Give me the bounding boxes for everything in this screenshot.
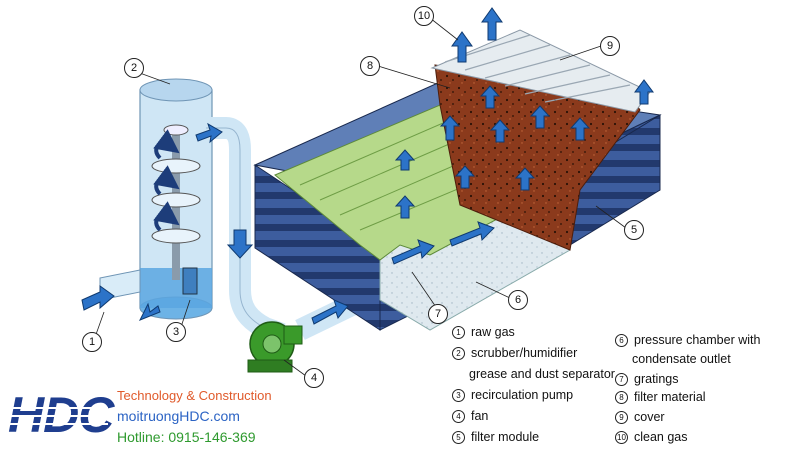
legend-text: filter module bbox=[471, 430, 540, 444]
legend-text: raw gas bbox=[471, 325, 515, 339]
callout-3: 3 bbox=[166, 322, 186, 342]
filter-module bbox=[253, 29, 662, 331]
legend-item: 10 clean gas bbox=[615, 430, 688, 444]
legend-text: recirculation pump bbox=[471, 388, 574, 402]
callout-1: 1 bbox=[82, 332, 102, 352]
hotline: Hotline: 0915-146-369 bbox=[117, 429, 256, 445]
legend-item: 3 recirculation pump bbox=[452, 388, 573, 402]
callout-7: 7 bbox=[428, 304, 448, 324]
legend-item: 9 cover bbox=[615, 410, 665, 424]
legend-item: 4 fan bbox=[452, 409, 488, 423]
legend-item: 5 filter module bbox=[452, 430, 539, 444]
legend-item: 1 raw gas bbox=[452, 325, 515, 339]
callout-6: 6 bbox=[508, 290, 528, 310]
legend-text: scrubber/humidifier bbox=[471, 346, 578, 360]
fan bbox=[247, 321, 303, 373]
legend-item: 7 gratings bbox=[615, 372, 678, 386]
legend-text: fan bbox=[471, 409, 489, 423]
legend-number: 9 bbox=[615, 411, 628, 424]
callout-4: 4 bbox=[304, 368, 324, 388]
callout-9: 9 bbox=[600, 36, 620, 56]
callout-8: 8 bbox=[360, 56, 380, 76]
tagline: Technology & Construction bbox=[117, 388, 272, 403]
brand-block: HDC Technology & Construction moitruongH… bbox=[4, 386, 284, 448]
legend-text: filter material bbox=[634, 390, 706, 404]
legend-number: 4 bbox=[452, 410, 465, 423]
legend-item: 2 scrubber/humidifier bbox=[452, 346, 577, 360]
gas-flow-arrows bbox=[81, 7, 654, 325]
legend-number: 2 bbox=[452, 347, 465, 360]
legend-text: gratings bbox=[634, 372, 679, 386]
legend-number: 7 bbox=[615, 373, 628, 386]
callout-2: 2 bbox=[124, 58, 144, 78]
legend-text: grease and dust separator bbox=[469, 367, 615, 381]
legend-item: grease and dust separator bbox=[469, 367, 615, 381]
legend-text: condensate outlet bbox=[632, 352, 731, 366]
website-link[interactable]: moitruongHDC.com bbox=[117, 408, 240, 424]
legend-number: 8 bbox=[615, 391, 628, 404]
legend-number: 5 bbox=[452, 431, 465, 444]
legend-number: 10 bbox=[615, 431, 628, 444]
logo-stripes bbox=[10, 407, 108, 425]
legend-item: 6 pressure chamber with bbox=[615, 333, 760, 347]
legend-number: 3 bbox=[452, 389, 465, 402]
legend-text: pressure chamber with bbox=[634, 333, 761, 347]
legend-text: clean gas bbox=[634, 430, 688, 444]
legend-number: 1 bbox=[452, 326, 465, 339]
legend-item: 8 filter material bbox=[615, 390, 706, 404]
legend-number: 6 bbox=[615, 334, 628, 347]
callout-5: 5 bbox=[624, 220, 644, 240]
legend-text: cover bbox=[634, 410, 665, 424]
callout-10: 10 bbox=[414, 6, 434, 26]
scrubber-tower bbox=[99, 78, 213, 320]
legend-item: condensate outlet bbox=[632, 352, 731, 366]
